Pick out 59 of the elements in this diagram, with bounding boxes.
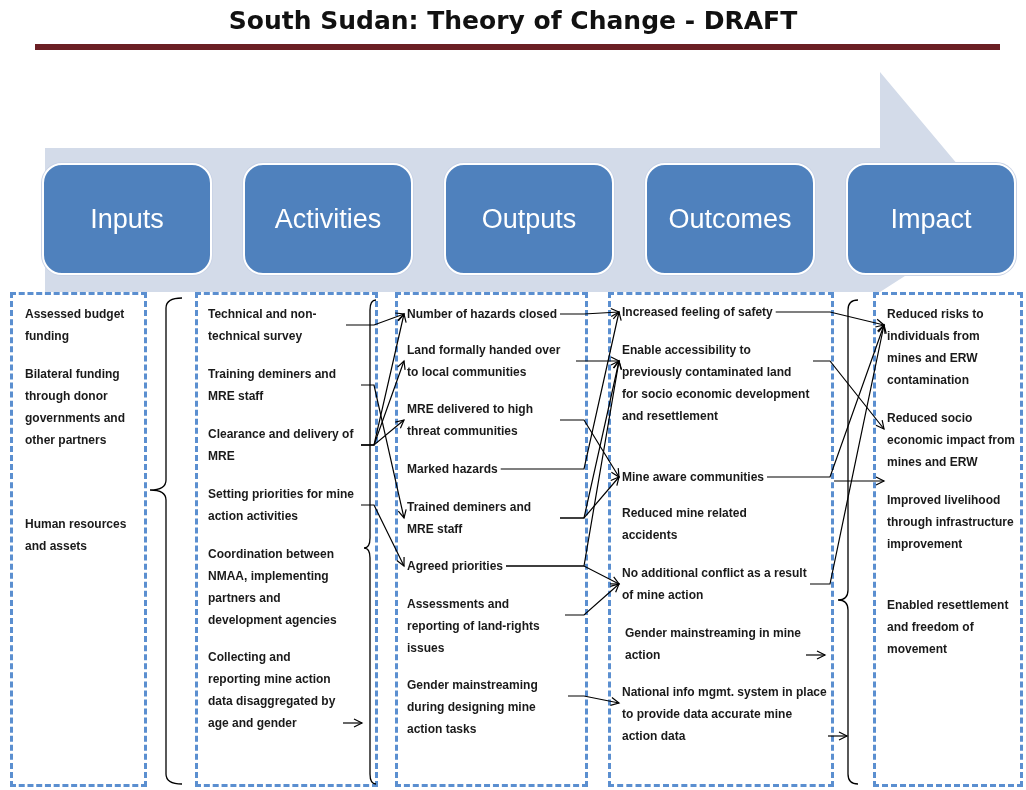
activity-item: Clearance and delivery of MRE xyxy=(208,423,358,467)
arrow xyxy=(559,307,620,318)
input-item: Bilateral funding through donor governments and other partners xyxy=(25,363,140,451)
outcome-item: Mine aware communities xyxy=(622,466,765,488)
dashed-column-frame xyxy=(608,292,834,787)
arrow xyxy=(833,476,885,486)
arrow xyxy=(805,650,826,660)
impact-item: Improved livelihood through infrastructure improvement xyxy=(887,489,1015,555)
arrow xyxy=(500,311,622,470)
output-item: Marked hazards xyxy=(407,458,498,480)
arrow xyxy=(345,312,405,326)
stage-box: Impact xyxy=(846,163,1016,275)
arrow xyxy=(827,731,848,741)
outcome-item: No additional conflict as a result of mine action xyxy=(622,562,807,606)
output-item: Agreed priorities xyxy=(407,555,504,577)
arrow xyxy=(360,419,405,446)
impact-item: Reduced socio economic impact from mines and ERW xyxy=(887,407,1019,473)
arrow xyxy=(812,360,885,430)
arrow xyxy=(766,324,886,478)
dashed-column-frame xyxy=(873,292,1023,787)
dashed-column-frame xyxy=(195,292,378,787)
dashed-column-frame xyxy=(10,292,147,787)
arrow xyxy=(360,384,407,519)
activity-item: Collecting and reporting mine action data disaggregated by age and gender xyxy=(208,646,342,734)
stage-box: Activities xyxy=(243,163,413,275)
arrow xyxy=(575,356,620,366)
arrow xyxy=(559,419,620,478)
input-item: Human resources and assets xyxy=(25,513,135,557)
arrow xyxy=(564,583,620,616)
outcome-item: Reduced mine related accidents xyxy=(622,502,792,546)
outcome-item: Gender mainstreaming in mine action xyxy=(625,622,805,666)
arrow xyxy=(559,476,620,519)
output-item: Trained deminers and MRE staff xyxy=(407,496,557,540)
stage-box: Outputs xyxy=(444,163,614,275)
title: South Sudan: Theory of Change - DRAFT xyxy=(227,6,799,35)
arrow xyxy=(809,324,887,585)
activity-item: Setting priorities for mine action activities xyxy=(208,483,358,527)
outcome-item: Enable accessibility to previously contaminated land for socio economic development and resettlement xyxy=(622,339,810,427)
input-item: Assessed budget funding xyxy=(25,303,135,347)
output-item: MRE delivered to high threat communities xyxy=(407,398,557,442)
stage-box: Inputs xyxy=(42,163,212,275)
arrow xyxy=(775,311,885,328)
impact-item: Reduced risks to individuals from mines and ERW contamination xyxy=(887,303,1015,391)
dashed-column-frame xyxy=(395,292,588,787)
outcome-item: National info mgmt. system in place to provide data accurate mine action data xyxy=(622,681,827,747)
arrow xyxy=(567,695,620,706)
output-item: Gender mainstreaming during designing mine action tasks xyxy=(407,674,565,740)
output-item: Number of hazards closed xyxy=(407,303,558,325)
output-item: Land formally handed over to local communities xyxy=(407,339,573,383)
activity-item: Coordination between NMAA, implementing partners and development agencies xyxy=(208,543,358,631)
arrow xyxy=(342,718,363,728)
arrow xyxy=(505,565,620,585)
impact-item: Enabled resettlement and freedom of movement xyxy=(887,594,1011,660)
arrow xyxy=(360,504,405,567)
output-item: Assessments and reporting of land-rights issues xyxy=(407,593,562,659)
activity-item: Technical and non-technical survey xyxy=(208,303,343,347)
stage-box: Outcomes xyxy=(645,163,815,275)
activity-item: Training deminers and MRE staff xyxy=(208,363,358,407)
outcome-item: Increased feeling of safety xyxy=(622,301,773,323)
